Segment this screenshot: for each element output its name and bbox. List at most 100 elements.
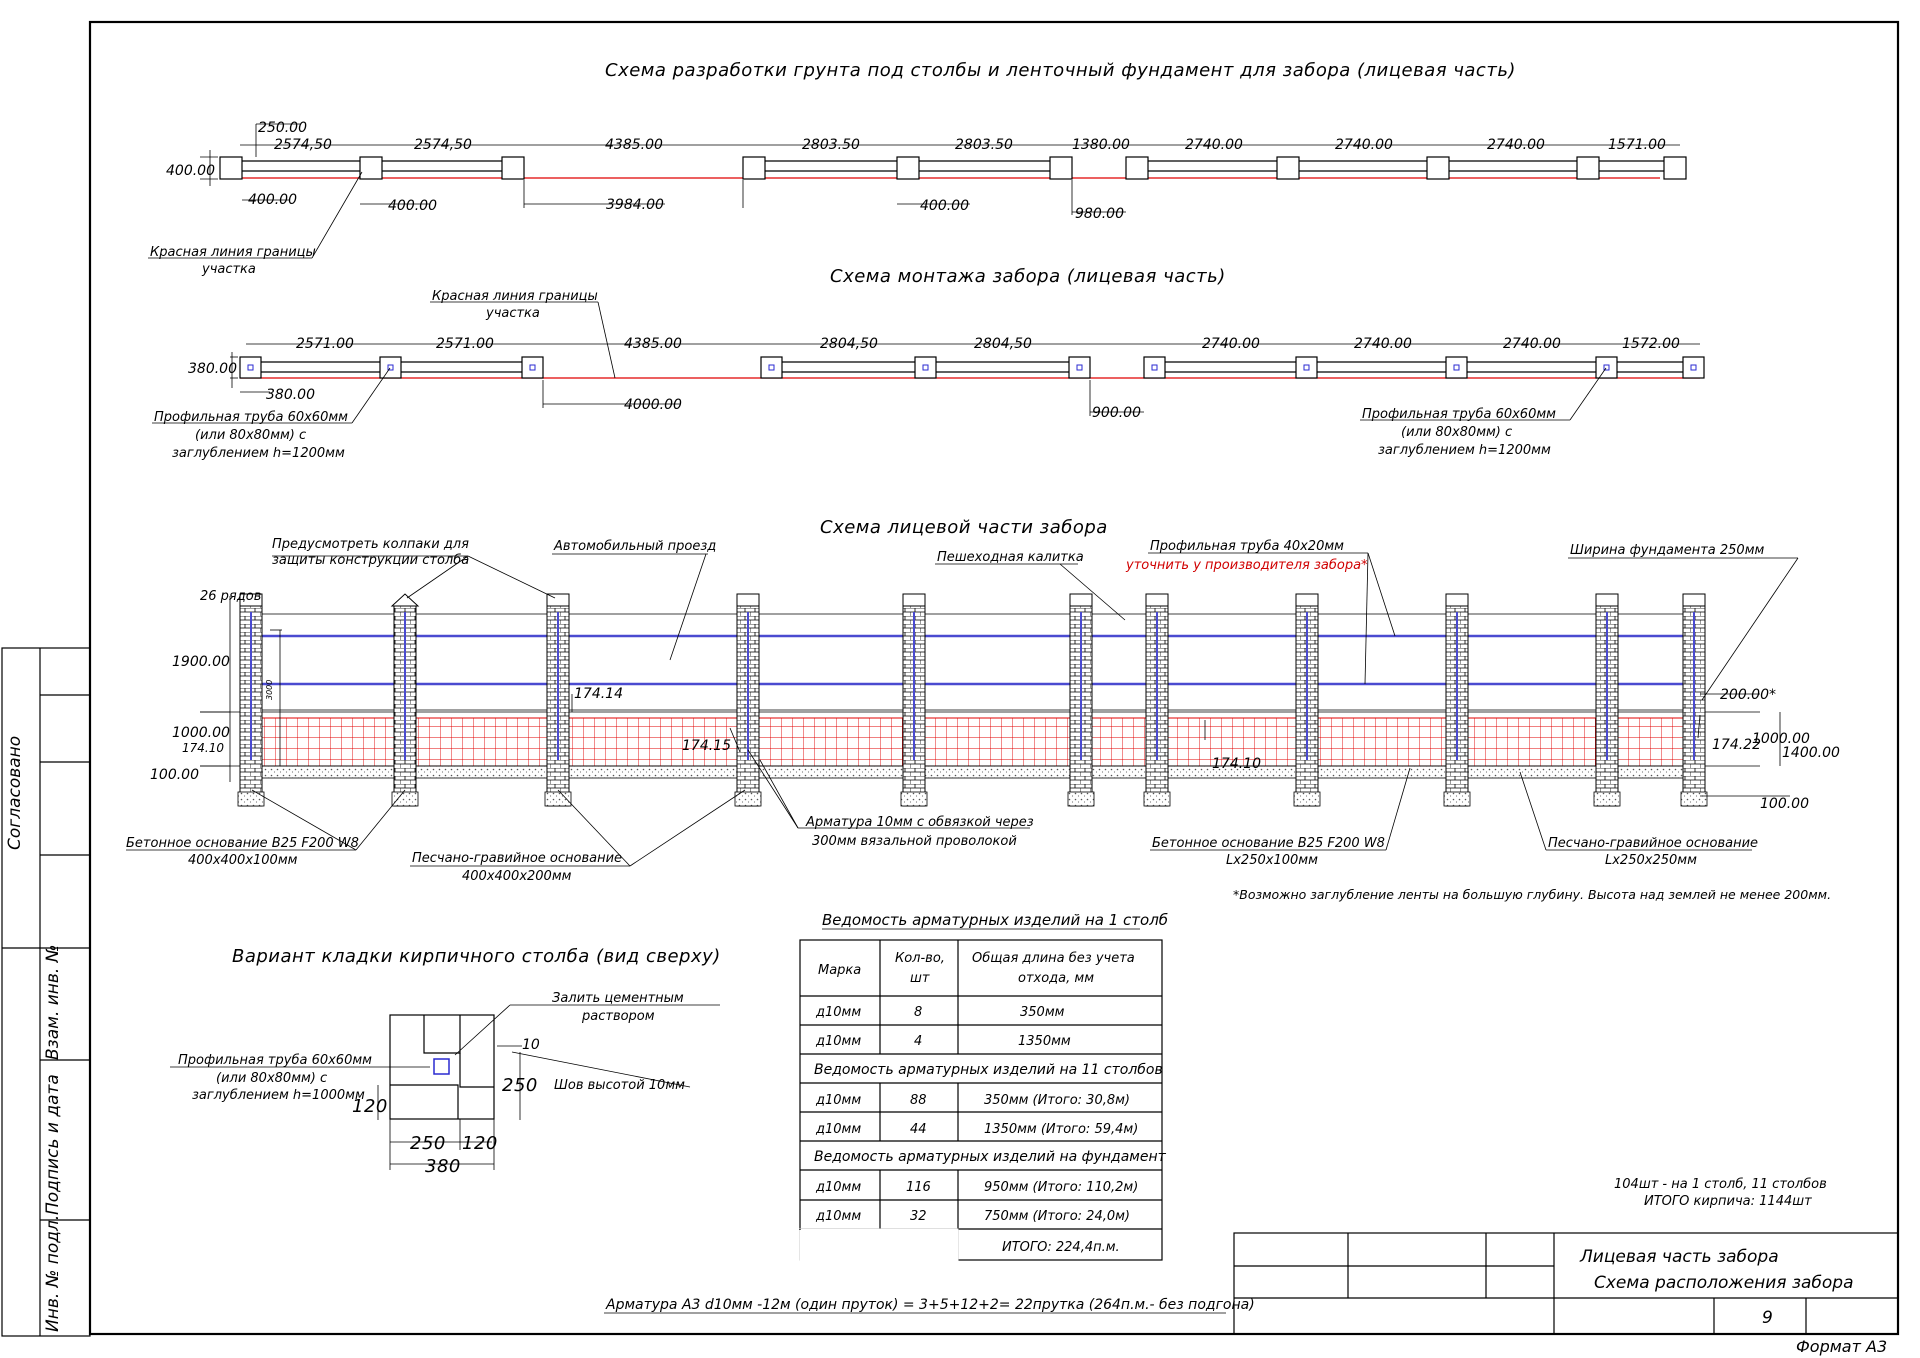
- h-174-10b: 174.10: [1212, 756, 1261, 772]
- dim-s4: 2803.50: [955, 137, 1013, 153]
- cell: д10мм: [815, 1005, 861, 1020]
- width-foundation-label: Ширина фундамента 250мм: [1570, 543, 1765, 558]
- mounting-title: Схема монтажа забора (лицевая часть): [830, 266, 1226, 287]
- cell: д10мм: [815, 1093, 861, 1108]
- concrete-left-2: 400х400х100мм: [188, 853, 298, 868]
- sign-date-label: Подпись и дата: [43, 1074, 63, 1215]
- pipe-left-3: заглублением h=1200мм: [172, 446, 345, 461]
- dim-s9: 1571.00: [1608, 137, 1666, 153]
- auto-passage-label: Автомобильный проезд: [553, 539, 716, 554]
- mdim-s7: 2740.00: [1354, 336, 1412, 352]
- sheet-number: 9: [1762, 1308, 1773, 1328]
- cement-label-2: раствором: [581, 1009, 655, 1024]
- cell: д10мм: [815, 1034, 861, 1049]
- dim-s8: 2740.00: [1487, 137, 1545, 153]
- pipe-left-2: (или 80х80мм) с: [195, 428, 306, 443]
- mdim-380-h: 380.00: [188, 361, 237, 377]
- sand-right-1: Песчано-гравийное основание: [1548, 836, 1758, 851]
- excavation-plan: 250.00 400.00 400.00 400.00 2574,50 2574…: [148, 120, 1687, 277]
- cell: д10мм: [815, 1209, 861, 1224]
- dim-400-b: 400.00: [388, 198, 437, 214]
- brick-title: Вариант кладки кирпичного столба (вид св…: [232, 946, 721, 967]
- mdim-900: 900.00: [1092, 405, 1141, 421]
- sheet-frame: [88, 20, 1900, 1336]
- cell: 88: [910, 1093, 927, 1108]
- mounting-plan: 380.00 380.00 2571.00 2571.00 4385.00 40…: [152, 289, 1705, 461]
- brick-pipe-1: Профильная труба 60х60мм: [178, 1053, 372, 1068]
- dim-gap: 4385.00: [605, 137, 663, 153]
- dim-s2: 2574,50: [414, 137, 472, 153]
- cement-label-1: Залить цементным: [552, 991, 684, 1006]
- h-3000: 3000: [265, 680, 274, 700]
- dim-250: 250.00: [258, 120, 307, 136]
- cell: 44: [910, 1122, 927, 1137]
- mdim-s9: 1572.00: [1622, 336, 1680, 352]
- dim-inner: 3984.00: [606, 197, 664, 213]
- inv-orig-label: Инв. № подл.: [43, 1215, 63, 1332]
- cell: д10мм: [815, 1122, 861, 1137]
- h-100: 100.00: [150, 767, 199, 783]
- th-mark: Марка: [818, 963, 861, 978]
- dim-400-a: 400.00: [248, 192, 297, 208]
- brick-dim-250-h: 250: [410, 1133, 446, 1154]
- brick-dim-380: 380: [425, 1156, 461, 1177]
- concrete-right-2: Lх250х100мм: [1226, 853, 1318, 868]
- table-total: ИТОГО: 224,4п.м.: [1002, 1240, 1120, 1255]
- h-174-22: 174.22: [1712, 737, 1761, 753]
- section-header: Ведомость арматурных изделий на 11 столб…: [814, 1062, 1163, 1078]
- bricks-note-2: ИТОГО кирпича: 1144шт: [1644, 1194, 1812, 1209]
- dim-980: 980.00: [1075, 206, 1124, 222]
- caps-label-1: Предусмотреть колпаки для: [272, 537, 469, 552]
- cell: 1350мм (Итого: 59,4м): [984, 1122, 1138, 1137]
- brick-plan: Залить цементным раствором Профильная тр…: [170, 991, 720, 1177]
- cell: 350мм (Итого: 30,8м): [984, 1093, 1130, 1108]
- depth-note: *Возможно заглубление ленты на большую г…: [1233, 887, 1831, 902]
- dim-400-c: 400.00: [920, 198, 969, 214]
- mdim-gap: 4385.00: [624, 336, 682, 352]
- concrete-left-1: Бетонное основание B25 F200 W8: [126, 836, 359, 851]
- facade-title: Схема лицевой части забора: [820, 517, 1108, 538]
- mdim-s6: 2740.00: [1202, 336, 1260, 352]
- pipe40-note: уточнить у производителя забора*: [1125, 558, 1368, 573]
- pipe-left-1: Профильная труба 60х60мм: [154, 410, 348, 425]
- h-1000: 1000.00: [172, 725, 230, 741]
- title-block: Лицевая часть забора Схема расположения …: [1233, 1232, 1899, 1335]
- section-header: Ведомость арматурных изделий на фундамен…: [814, 1149, 1167, 1165]
- red-line-b-label-1: Красная линия границы: [432, 289, 598, 304]
- brick-dim-120-h: 120: [462, 1133, 498, 1154]
- pipe40-label: Профильная труба 40х20мм: [1150, 539, 1344, 554]
- rebar-label-2: 300мм вязальной проволокой: [812, 834, 1017, 849]
- h-174-15: 174.15: [682, 738, 731, 754]
- pipe-right-1: Профильная труба 60х60мм: [1362, 407, 1556, 422]
- cell: 32: [910, 1209, 927, 1224]
- h-100-right: 100.00: [1760, 796, 1809, 812]
- inv-zam-label: Взам. инв. №: [43, 945, 63, 1060]
- cell: 4: [914, 1034, 922, 1049]
- dim-s1: 2574,50: [274, 137, 332, 153]
- dim-s3: 2803.50: [802, 137, 860, 153]
- dim-400-h: 400.00: [166, 163, 215, 179]
- cell: 350мм: [1020, 1005, 1065, 1020]
- h-1900: 1900.00: [172, 654, 230, 670]
- side-stamp: Согласовано Взам. инв. № Подпись и дата …: [1, 647, 91, 1337]
- th-len-b: отхода, мм: [1018, 971, 1094, 986]
- pipe-right-2: (или 80х80мм) с: [1401, 425, 1512, 440]
- dim-s6: 2740.00: [1185, 137, 1243, 153]
- brick-dim-120: 120: [352, 1096, 388, 1117]
- rebar-label-1: Арматура 10мм с обвязкой через: [805, 815, 1034, 830]
- brick-dim-250-v: 250: [502, 1075, 538, 1096]
- sand-left-2: 400х400х200мм: [462, 869, 572, 884]
- h-1000-right: 1000.00: [1752, 731, 1810, 747]
- h-174-14: 174.14: [574, 686, 623, 702]
- brick-posts: [237, 593, 1708, 807]
- mdim-s4: 2804,50: [974, 336, 1032, 352]
- mdim-s8: 2740.00: [1503, 336, 1561, 352]
- facade-elevation: 26 рядов 1900.00 1000.00 174.10 100.00 3…: [126, 537, 1840, 902]
- pipe-right-3: заглублением h=1200мм: [1378, 443, 1551, 458]
- mdim-s2: 2571.00: [436, 336, 494, 352]
- red-line-b-label-2: участка: [485, 306, 540, 321]
- seam-label: Шов высотой 10мм: [554, 1078, 685, 1093]
- red-line-label-1: Красная линия границы: [150, 245, 316, 260]
- mdim-inner: 4000.00: [624, 397, 682, 413]
